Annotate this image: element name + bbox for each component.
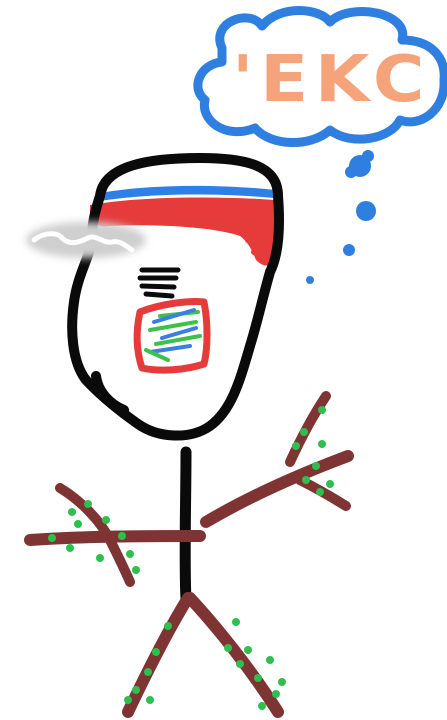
- left-arm: [24, 483, 206, 587]
- hair-tuft: [91, 371, 129, 415]
- mouth-badge: [133, 298, 211, 374]
- smoke-squiggle: [31, 231, 135, 253]
- body-line: [179, 446, 192, 606]
- hat-red-scribble: [93, 203, 277, 261]
- thought-bubble-outline: [193, 6, 447, 147]
- hat-blue-stripe: [100, 185, 275, 201]
- green-specks: [48, 406, 334, 710]
- legs: [122, 592, 284, 718]
- thought-bubble-text: 'EKC: [232, 43, 432, 117]
- head-outline: [67, 153, 285, 441]
- thought-trail-dots: [306, 150, 376, 284]
- eye-lashes-icon: [137, 267, 181, 299]
